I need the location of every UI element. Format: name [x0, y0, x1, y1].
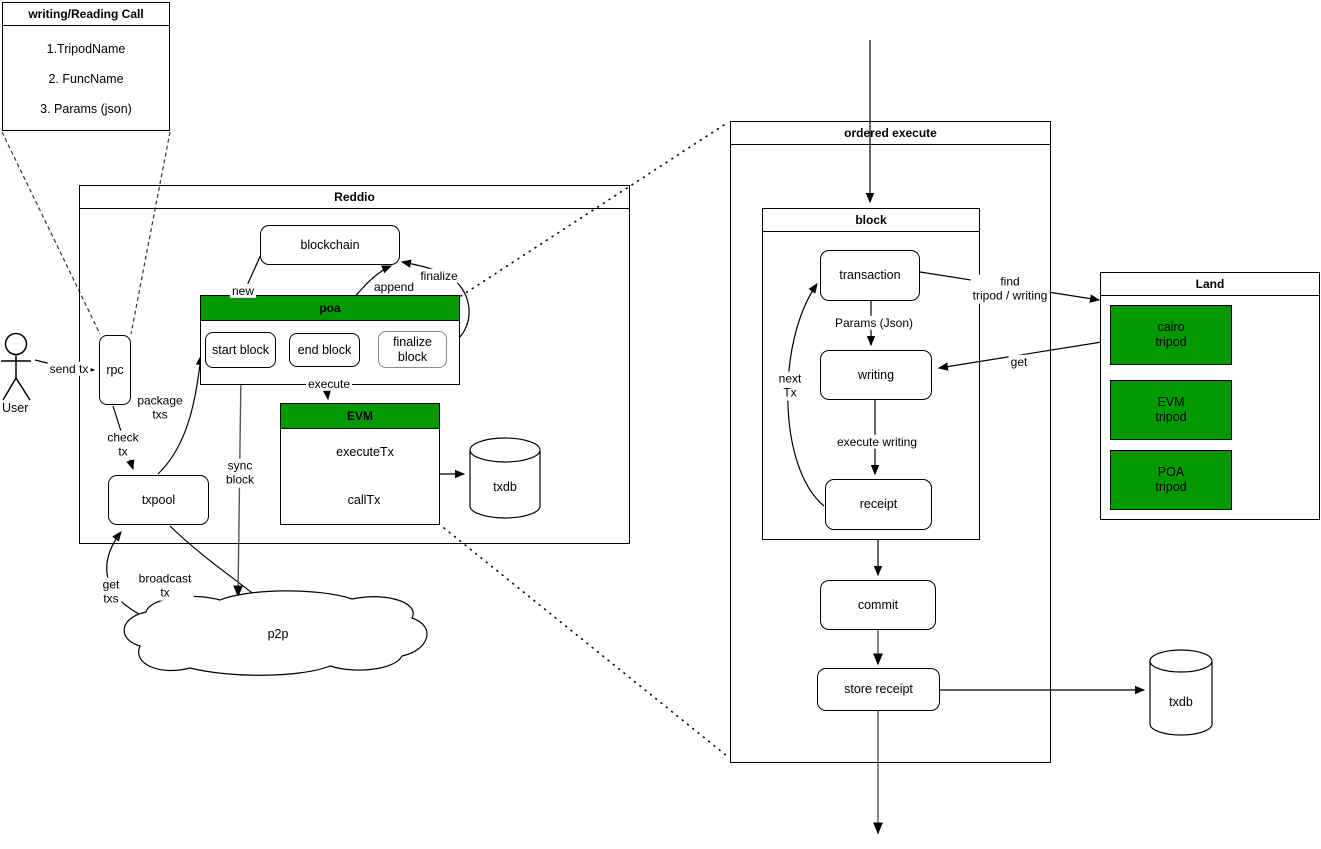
call-box-item-2: 2. FuncName [48, 72, 124, 86]
p2p-cloud [123, 590, 428, 676]
store-receipt-node: store receipt [817, 668, 940, 711]
get-label: get [1008, 354, 1030, 370]
zoom-projection-lines [443, 122, 728, 757]
txdb-left-label: txdb [493, 480, 517, 494]
txdb-right-label: txdb [1169, 695, 1193, 709]
writing-node: writing [820, 350, 932, 400]
broadcast-tx-label: broadcast tx [136, 571, 194, 601]
edge-package-txs [157, 354, 205, 475]
start-block-node: start block [205, 332, 276, 368]
edge-get-txs [106, 531, 140, 615]
call-tx-label: callTx [347, 493, 381, 507]
commit-node: commit [820, 580, 936, 630]
blockchain-node: blockchain [260, 225, 400, 265]
evm-frame: EVM [280, 403, 440, 525]
ordered-execute-frame: ordered execute [730, 121, 1051, 763]
execute-writing-label: execute writing [834, 434, 920, 450]
append-label: append [371, 279, 417, 295]
params-json-label: Params (Json) [832, 315, 916, 331]
finalize-label: finalize [418, 268, 460, 284]
transaction-node: transaction [820, 250, 920, 301]
call-box-title: writing/Reading Call [3, 3, 169, 26]
execute-tx-label: executeTx [336, 445, 394, 459]
writing-reading-call-box: writing/Reading Call 1.TripodName 2. Fun… [2, 2, 170, 131]
land-title: Land [1101, 273, 1319, 296]
edge-next-tx [787, 283, 825, 507]
cairo-tripod-box: cairo tripod [1110, 305, 1232, 365]
user-actor-icon [1, 332, 31, 401]
sync-block-label: sync block [223, 458, 257, 488]
call-box-item-3: 3. Params (json) [40, 102, 132, 116]
check-tx-label: check tx [105, 430, 141, 460]
user-label: User [2, 401, 29, 415]
edge-get [937, 340, 1109, 371]
ordered-execute-title: ordered execute [731, 122, 1050, 145]
call-box-item-1: 1.TripodName [46, 42, 126, 56]
package-txs-label: package txs [135, 393, 185, 423]
poa-tripod-box: POA tripod [1110, 450, 1232, 510]
find-tripod-label: find tripod / writing [970, 274, 1050, 304]
block-frame: block [762, 208, 980, 540]
finalize-block-node: finalize block [378, 331, 447, 368]
block-title: block [763, 209, 979, 232]
evm-tripod-box: EVM tripod [1110, 380, 1232, 440]
end-block-node: end block [289, 333, 360, 367]
txdb-cylinder-left [469, 437, 541, 519]
reddio-title: Reddio [80, 186, 629, 209]
txdb-cylinder-right [1149, 649, 1213, 736]
txpool-node: txpool [108, 475, 209, 525]
get-txs-label: get txs [100, 577, 122, 607]
callbox-projection-lines [1, 131, 171, 335]
receipt-node: receipt [825, 479, 932, 530]
rpc-node: rpc [99, 335, 131, 405]
poa-title: poa [201, 296, 459, 321]
execute-label: execute [305, 376, 353, 392]
new-label: new [229, 283, 257, 299]
next-tx-label: next Tx [776, 371, 804, 401]
send-tx-label: send tx [47, 361, 91, 377]
p2p-label: p2p [267, 627, 289, 641]
evm-title: EVM [281, 404, 439, 429]
